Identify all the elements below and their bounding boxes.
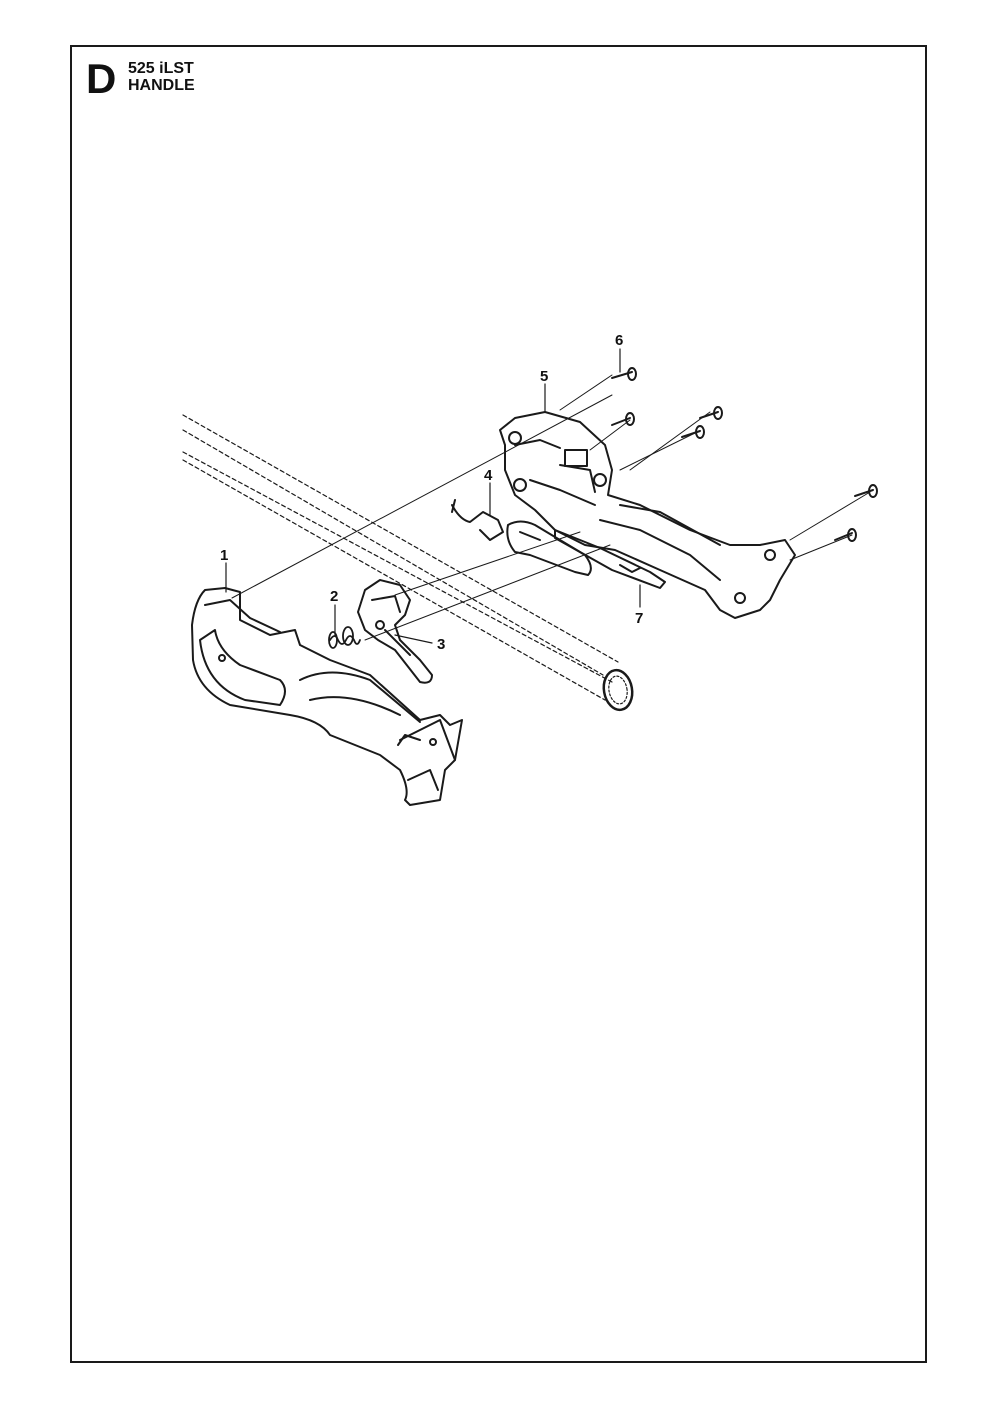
assembly-lines — [231, 374, 871, 641]
callout-5: 5 — [540, 368, 548, 385]
switch-lever-icon — [451, 499, 592, 576]
callout-3: 3 — [437, 636, 445, 653]
page-border — [70, 45, 927, 1363]
spring-icon — [328, 626, 361, 649]
callout-4: 4 — [484, 467, 493, 484]
handle-housing-upper-icon — [499, 411, 796, 619]
model-name: 525 iLST — [128, 60, 194, 77]
callout-2: 2 — [330, 588, 338, 605]
throttle-trigger-icon — [357, 579, 433, 684]
screw-icons — [611, 367, 878, 542]
callout-7: 7 — [635, 610, 643, 627]
section-letter: D — [86, 55, 117, 102]
callout-6: 6 — [615, 332, 623, 349]
handle-housing-lower-icon — [191, 587, 463, 806]
spacer-strip-icon — [554, 529, 666, 589]
page-title: HANDLE — [128, 77, 195, 94]
callout-1: 1 — [220, 547, 228, 564]
leader-lines — [225, 348, 641, 644]
tube-icon — [182, 414, 634, 712]
